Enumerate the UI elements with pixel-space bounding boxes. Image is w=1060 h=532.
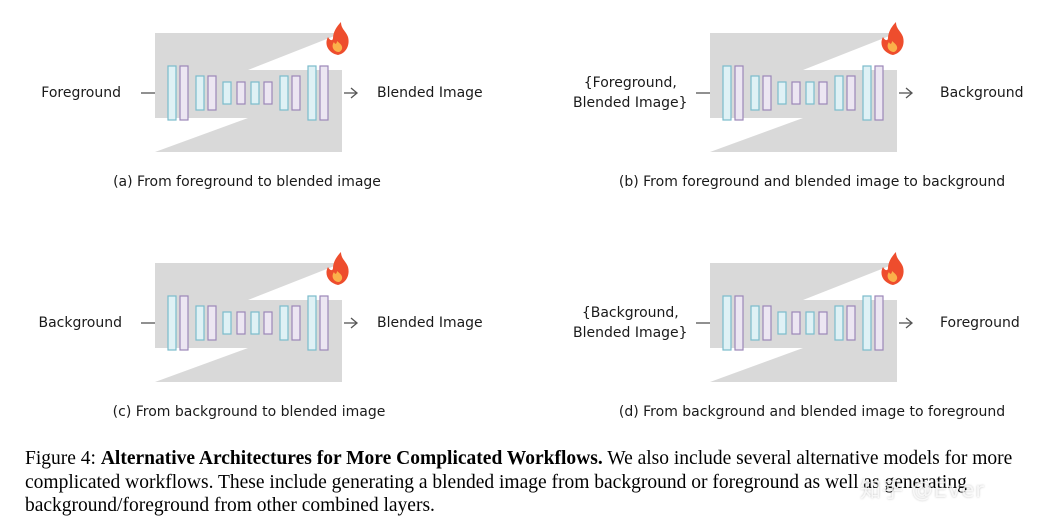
layer-bar <box>307 295 317 351</box>
layer-bar <box>722 65 732 121</box>
output-label: Foreground <box>940 315 1020 331</box>
figure-caption: Figure 4: Alternative Architectures for … <box>25 447 1050 518</box>
output-label: Background <box>940 85 1024 101</box>
unet-diagram <box>141 252 359 382</box>
input-label: Background <box>38 315 122 331</box>
layer-bar <box>179 65 189 121</box>
flame-icon <box>326 22 349 55</box>
layer-bar <box>762 75 772 111</box>
unet-diagram <box>696 252 914 382</box>
layer-bar <box>777 311 787 335</box>
layer-bar <box>777 81 787 105</box>
subfigure-caption: (d) From background and blended image to… <box>618 404 1006 420</box>
figure-title: Alternative Architectures for More Compl… <box>100 448 603 469</box>
layer-bar <box>750 305 760 341</box>
layer-bar <box>874 65 884 121</box>
layer-bar <box>722 295 732 351</box>
layer-bar <box>319 65 329 121</box>
layer-bar <box>179 295 189 351</box>
layer-bar <box>805 311 815 335</box>
layer-bar <box>846 305 856 341</box>
panel-d: {Background, Blended Image} Foreground (… <box>555 230 1060 450</box>
layer-bar <box>263 311 273 335</box>
layer-bar <box>750 75 760 111</box>
output-arrow <box>899 317 914 329</box>
layer-bar <box>805 81 815 105</box>
layer-bar <box>291 305 301 341</box>
layer-bar <box>862 295 872 351</box>
watermark: 知乎 @Ever <box>860 478 985 502</box>
layer-bar <box>195 305 205 341</box>
input-label: {Background, Blended Image} <box>573 305 688 341</box>
layer-bar <box>222 311 232 335</box>
layer-bar <box>279 75 289 111</box>
unet-diagram <box>696 22 914 152</box>
input-label: {Foreground, Blended Image} <box>573 75 688 111</box>
unet-hourglass <box>155 33 342 152</box>
output-label: Blended Image <box>377 85 483 101</box>
layer-bar <box>167 65 177 121</box>
layer-bar <box>791 311 801 335</box>
output-arrow <box>344 87 359 99</box>
flame-icon <box>326 252 349 285</box>
layer-bar <box>862 65 872 121</box>
layer-bar <box>791 81 801 105</box>
layer-bar <box>834 305 844 341</box>
layer-bar <box>167 295 177 351</box>
layer-bar <box>818 311 828 335</box>
layer-bar <box>236 311 246 335</box>
unet-diagram <box>141 22 359 152</box>
layer-bar <box>874 295 884 351</box>
layer-bar <box>279 305 289 341</box>
panel-a: Foreground Blended Image (a) From foregr… <box>0 0 530 220</box>
unet-layers <box>722 65 884 121</box>
figure-text: We also include several alternative mode… <box>25 448 1013 516</box>
layer-bar <box>222 81 232 105</box>
layer-bar <box>762 305 772 341</box>
layer-bar <box>307 65 317 121</box>
layer-bar <box>818 81 828 105</box>
layer-bar <box>734 65 744 121</box>
layer-bar <box>846 75 856 111</box>
output-label: Blended Image <box>377 315 483 331</box>
layer-bar <box>263 81 273 105</box>
layer-bar <box>834 75 844 111</box>
unet-hourglass <box>710 33 897 152</box>
layer-bar <box>734 295 744 351</box>
subfigure-caption: (c) From background to blended image <box>112 404 386 420</box>
output-arrow <box>344 317 359 329</box>
panel-c: Background Blended Image (c) From backgr… <box>0 230 530 450</box>
unet-hourglass <box>155 263 342 382</box>
output-arrow <box>899 87 914 99</box>
unet-layers <box>722 295 884 351</box>
figure-label: Figure 4: <box>25 448 96 469</box>
layer-bar <box>207 75 217 111</box>
subfigure-caption: (b) From foreground and blended image to… <box>618 174 1006 190</box>
layer-bar <box>250 311 260 335</box>
unet-hourglass <box>710 263 897 382</box>
flame-icon <box>881 252 904 285</box>
unet-layers <box>167 295 329 351</box>
layer-bar <box>319 295 329 351</box>
input-label: Foreground <box>41 85 121 101</box>
layer-bar <box>207 305 217 341</box>
subfigure-caption: (a) From foreground to blended image <box>113 174 381 190</box>
layer-bar <box>195 75 205 111</box>
layer-bar <box>250 81 260 105</box>
layer-bar <box>291 75 301 111</box>
layer-bar <box>236 81 246 105</box>
flame-icon <box>881 22 904 55</box>
unet-layers <box>167 65 329 121</box>
panel-b: {Foreground, Blended Image} Background (… <box>555 0 1060 220</box>
